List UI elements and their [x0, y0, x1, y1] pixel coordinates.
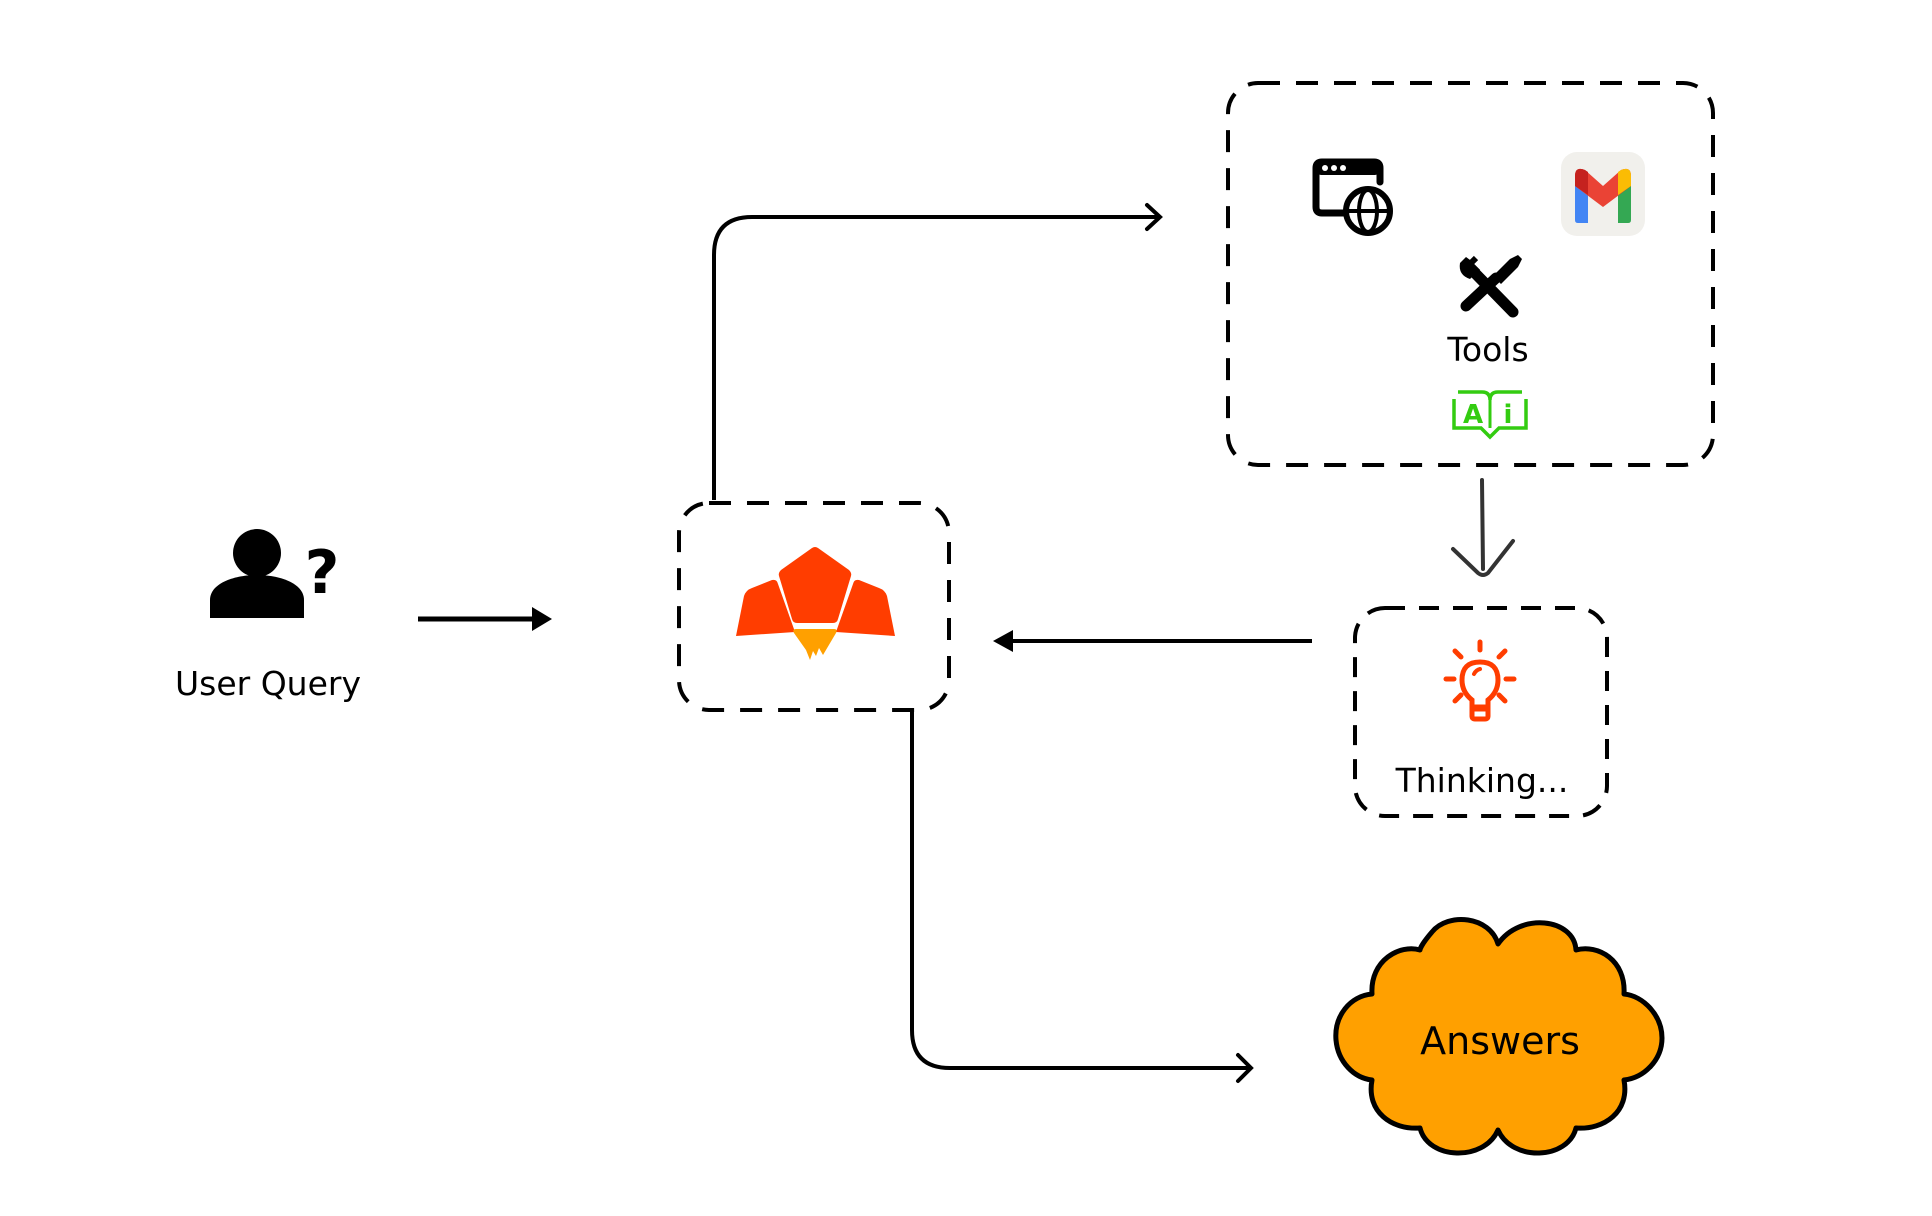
ai-book-icon: A i: [1452, 390, 1528, 440]
edge-agent-to-answers: [910, 710, 1254, 1083]
arrowhead-icon: [1451, 539, 1515, 577]
tools-label: Tools: [1446, 330, 1528, 369]
arrowhead-icon: [532, 607, 552, 631]
tools-node[interactable]: Tools A i: [1226, 81, 1715, 467]
edge-agent-to-tools: [712, 203, 1163, 500]
ai-book-letter-a: A: [1463, 400, 1483, 430]
thinking-label: Thinking...: [1395, 761, 1569, 800]
web-browser-globe-icon: [1312, 158, 1393, 236]
tools-wrench-screwdriver-icon: [1459, 255, 1522, 318]
lightbulb-icon: [1443, 639, 1517, 722]
user-query-node: ? User Query: [175, 529, 361, 703]
user-query-label: User Query: [175, 664, 361, 703]
edge-user-to-agent: [418, 607, 552, 631]
user-question-icon: ?: [210, 529, 339, 618]
arrowhead-icon: [1236, 1053, 1254, 1083]
answers-node[interactable]: Answers: [1333, 917, 1665, 1156]
agent-logo-icon: [736, 547, 895, 660]
cloud-shape: [1333, 917, 1665, 1156]
arrowhead-icon: [1145, 203, 1163, 231]
arrowhead-icon: [993, 630, 1013, 652]
gmail-icon: [1561, 152, 1645, 236]
edge-thinking-to-agent: [993, 630, 1312, 652]
answers-label: Answers: [1420, 1019, 1580, 1063]
edge-tools-to-thinking: [1451, 478, 1515, 577]
thinking-node[interactable]: Thinking...: [1353, 606, 1609, 818]
ai-book-letter-i: i: [1504, 400, 1513, 430]
svg-text:?: ?: [305, 538, 340, 608]
agent-node[interactable]: [677, 501, 951, 712]
